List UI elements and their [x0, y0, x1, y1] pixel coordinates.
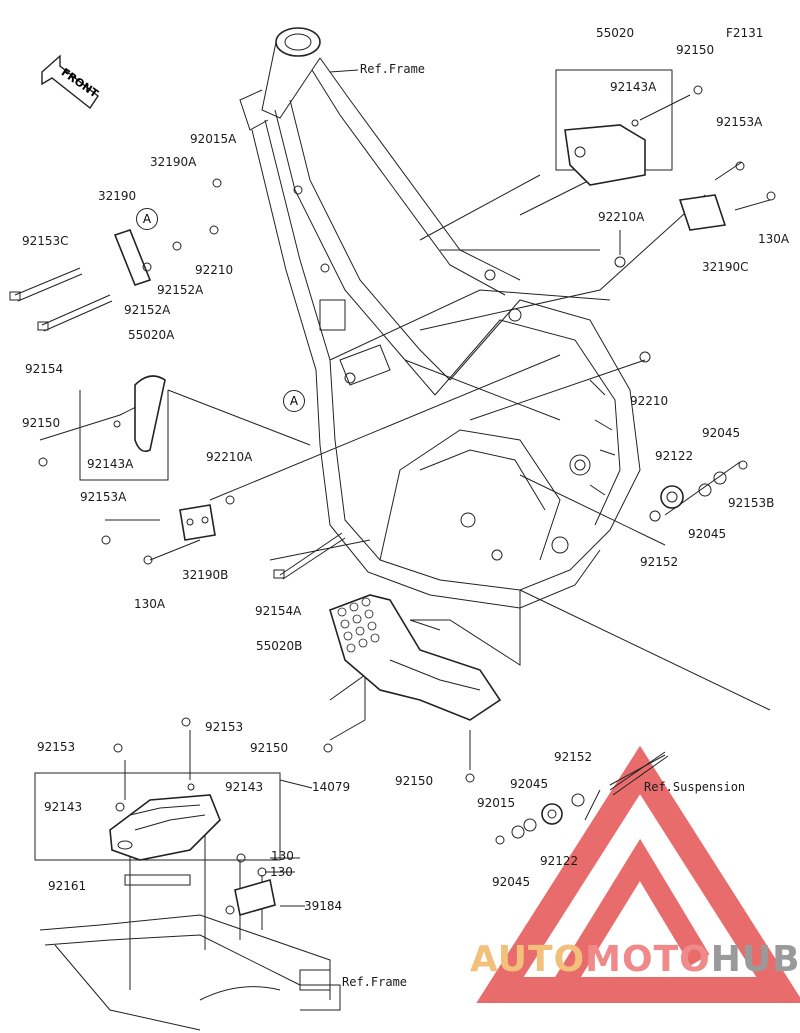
part-label: 92045: [702, 426, 741, 440]
part-label: 130A: [134, 597, 166, 611]
lower-frame: [39, 914, 341, 1031]
part-label: 92153B: [728, 496, 775, 510]
part-label: 92154: [25, 362, 64, 376]
logo-part: MOTO: [585, 939, 711, 980]
part-label: 55020B: [256, 639, 303, 653]
part-label: 92152: [640, 555, 679, 569]
part-label: 92122: [655, 449, 694, 463]
part-label: 92153C: [22, 234, 69, 248]
part-label: 92143A: [610, 80, 657, 94]
guard-55020: [564, 124, 646, 186]
part-label: 130A: [758, 232, 790, 246]
bracket-32190: [113, 229, 152, 286]
part-label: 39184: [304, 899, 343, 913]
front-direction-icon: FRONT: [41, 54, 101, 110]
part-label: 92210: [630, 394, 669, 408]
part-label: 130: [271, 849, 294, 863]
watermark-triangle: [476, 745, 800, 1003]
part-label: 92045: [492, 875, 531, 889]
part-label: 92143: [225, 780, 264, 794]
part-label: 92153A: [80, 490, 127, 504]
part-label: 92150: [250, 741, 289, 755]
bracket-32190c: [678, 194, 727, 231]
part-label: 92150: [395, 774, 434, 788]
part-label: 92045: [510, 777, 549, 791]
frame-outline: [239, 27, 641, 609]
part-label: 14079: [312, 780, 351, 794]
guard-14079: [109, 794, 221, 861]
part-label: 32190B: [182, 568, 229, 582]
callout-marker: A: [283, 390, 305, 412]
part-label: 32190: [98, 189, 137, 203]
part-label: 92150: [22, 416, 61, 430]
part-label: 92153: [205, 720, 244, 734]
part-label: 92152A: [124, 303, 171, 317]
part-label: 92210A: [206, 450, 253, 464]
part-label: 92153A: [716, 115, 763, 129]
ref-suspension-label: Ref.Suspension: [644, 780, 746, 794]
part-label: 32190C: [702, 260, 749, 274]
guard-55020a: [134, 375, 166, 453]
bracket-32190b: [179, 504, 216, 541]
part-label: 55020: [596, 26, 635, 40]
part-label: 92143: [44, 800, 83, 814]
spacer-gear: [541, 485, 684, 825]
part-label: 92143A: [87, 457, 134, 471]
ref-frame-label: Ref.Frame: [360, 62, 426, 76]
part-label: 92015: [477, 796, 516, 810]
part-label: 92150: [676, 43, 715, 57]
part-label: 32190A: [150, 155, 197, 169]
part-label: 92015A: [190, 132, 237, 146]
callout-marker: A: [136, 208, 158, 230]
part-label: 92154A: [255, 604, 302, 618]
part-label: 55020A: [128, 328, 175, 342]
part-label: 92210A: [598, 210, 645, 224]
bolts: [9, 85, 776, 915]
part-label: 92161: [48, 879, 87, 893]
part-label: 92152: [554, 750, 593, 764]
logo-part: HUB: [710, 939, 800, 980]
part-label: 130: [270, 865, 293, 879]
part-label: 92210: [195, 263, 234, 277]
part-label: 92153: [37, 740, 76, 754]
logo-part: AUTO: [470, 939, 586, 980]
ref-frame-label: Ref.Frame: [342, 975, 408, 989]
part-label: 92122: [540, 854, 579, 868]
part-label: 92045: [688, 527, 727, 541]
diagram-code: F2131: [726, 26, 764, 40]
skid-plate-55020b: [329, 594, 502, 721]
watermark-logo: AUTOMOTOHUB: [470, 940, 800, 980]
bracket-39184: [234, 878, 276, 917]
part-label: 92152A: [157, 283, 204, 297]
